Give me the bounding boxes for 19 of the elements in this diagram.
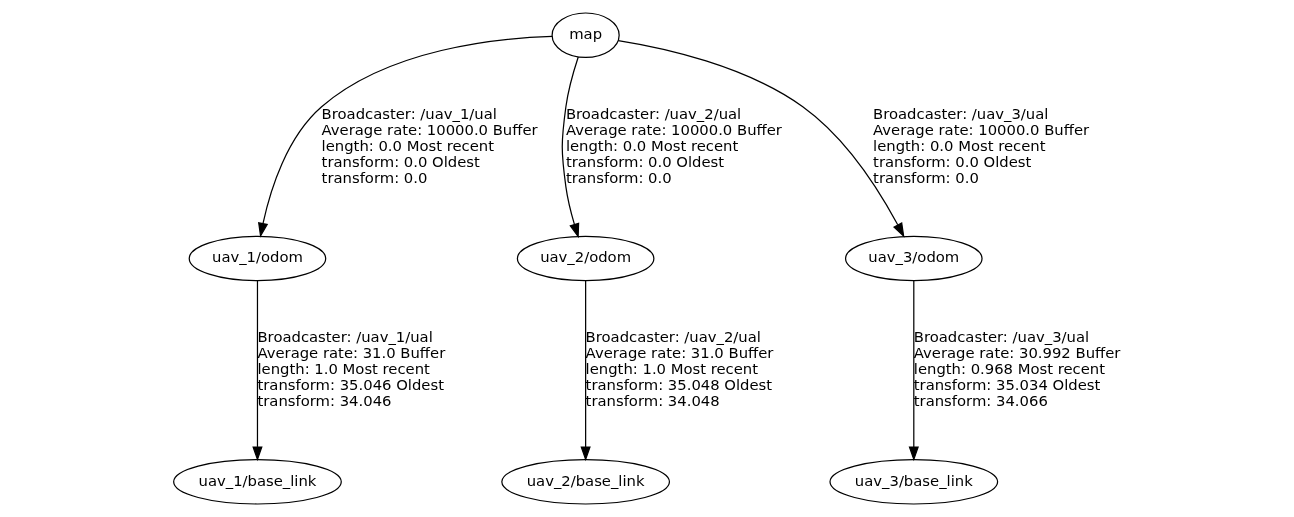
arrow: [251, 280, 263, 462]
node-ellipse: uav_1/base_link: [172, 458, 342, 505]
arrow: [617, 40, 904, 238]
arrow: [257, 35, 553, 238]
node-ellipse: uav_1/odom: [188, 235, 326, 282]
edge-label: Broadcaster: /uav_1/ual Average rate: 31.0 Buffer length: 1.0 Most recent transform: 35.046 Oldest transform: 34.046: [256, 327, 445, 410]
arrow: [908, 280, 919, 462]
edge-label: Broadcaster: /uav_2/ual Average rate: 10000.0 Buffer length: 0.0 Most recent transform: 0.0 Oldest transform: 0.0: [565, 104, 782, 186]
node-ellipse: map: [551, 12, 620, 59]
arrow: [561, 56, 579, 239]
node-ellipse: uav_2/odom: [516, 235, 654, 282]
node-ellipse: uav_3/odom: [844, 235, 983, 282]
edge-label: Broadcaster: /uav_3/ual Average rate: 30.992 Buffer length: 0.968 Most recent transform: 35.034 Oldest transform: 34.066: [913, 327, 1120, 410]
edge-label: Broadcaster: /uav_3/ual Average rate: 10000.0 Buffer length: 0.0 Most recent transform: 0.0 Oldest transform: 0.0: [872, 104, 1089, 186]
arrow: [579, 280, 591, 462]
node-ellipse: uav_3/base_link: [828, 458, 998, 505]
edge-label: Broadcaster: /uav_2/ual Average rate: 31.0 Buffer length: 1.0 Most recent transform: 35.048 Oldest transform: 34.048: [585, 327, 773, 410]
edge-label: Broadcaster: /uav_1/ual Average rate: 10000.0 Buffer length: 0.0 Most recent transform: 0.0 Oldest transform: 0.0: [321, 104, 538, 186]
node-ellipse: uav_2/base_link: [500, 458, 670, 505]
